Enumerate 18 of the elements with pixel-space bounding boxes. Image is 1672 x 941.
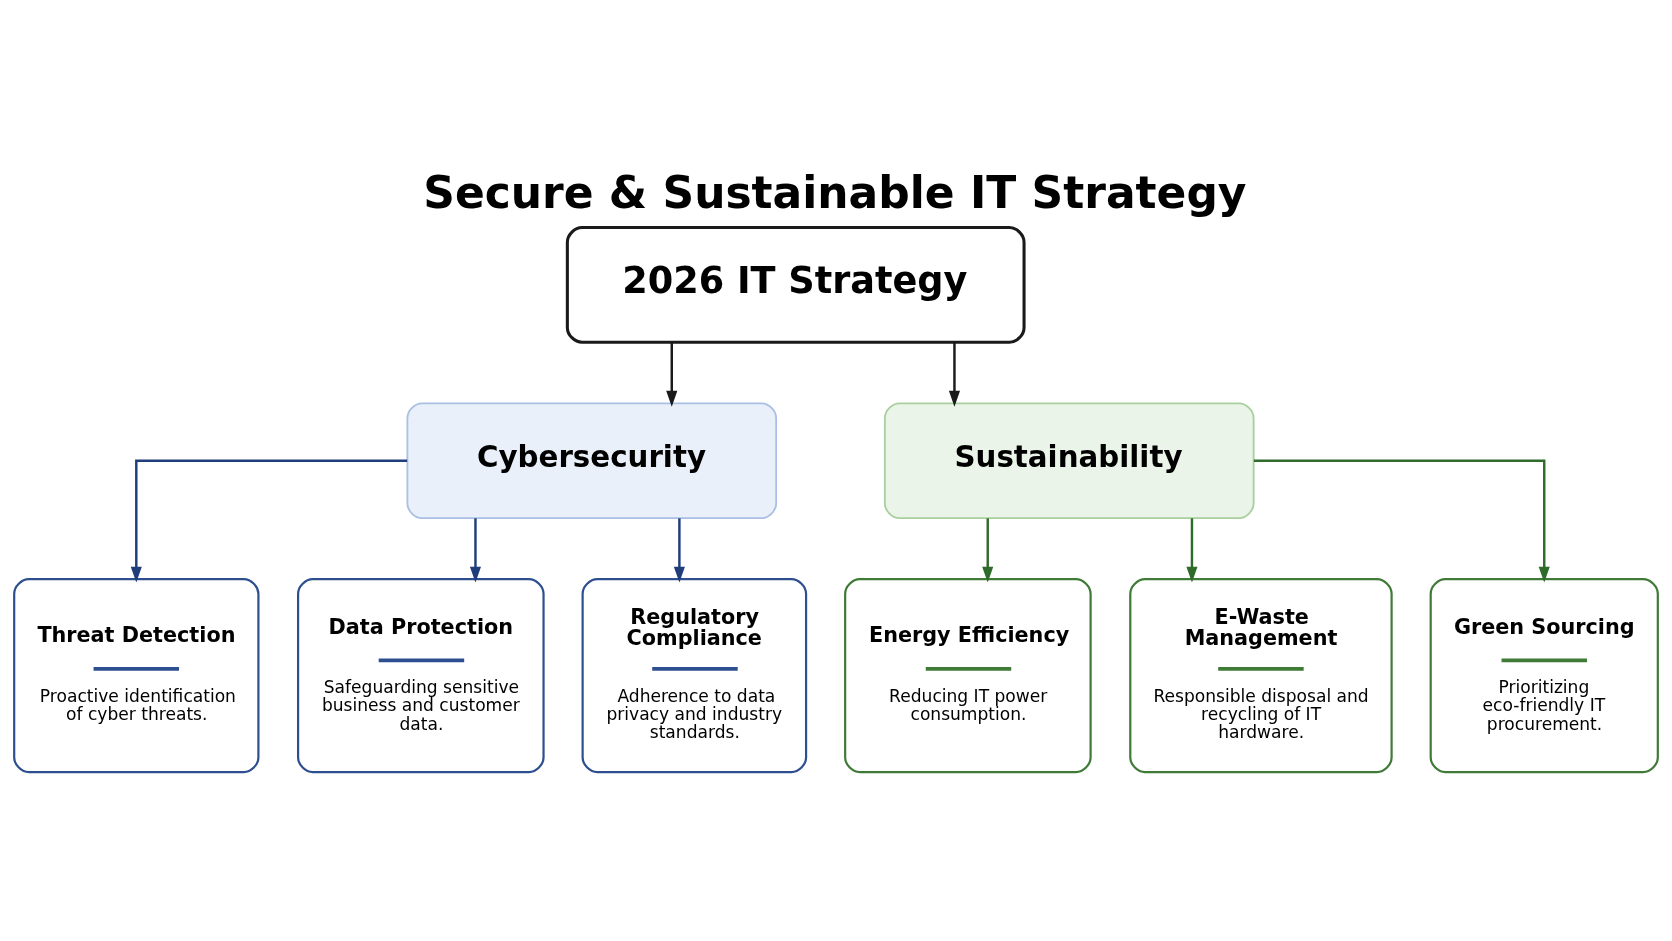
diagram-title: Secure & Sustainable IT Strategy — [423, 166, 1247, 218]
arrow — [469, 518, 482, 583]
node-box: Energy Efficiency Reducing IT power consumption. — [844, 578, 1092, 774]
arrow — [1186, 518, 1198, 583]
arrow — [130, 459, 408, 583]
arrow — [982, 518, 994, 583]
node-box: Threat Detection Proactive identification of cyber threats. — [13, 578, 260, 774]
node-box: Cybersecurity — [406, 402, 778, 520]
node-box: Regulatory Compliance Adherence to data privacy and industry standards. — [581, 578, 808, 774]
node-box: Sustainability — [883, 402, 1255, 520]
arrow — [948, 342, 960, 407]
arrow — [666, 342, 678, 407]
node-box: Green Sourcing Prioritizing eco-friendly IT procurement. — [1429, 578, 1659, 774]
arrow — [1253, 459, 1550, 583]
node-box: 2026 IT Strategy — [565, 225, 1026, 344]
node-box: E-Waste Management Responsible disposal and recycling of IT hardware. — [1129, 578, 1393, 774]
arrow — [673, 518, 685, 583]
node-box: Data Protection Safeguarding sensitive business and customer data. — [297, 578, 545, 774]
